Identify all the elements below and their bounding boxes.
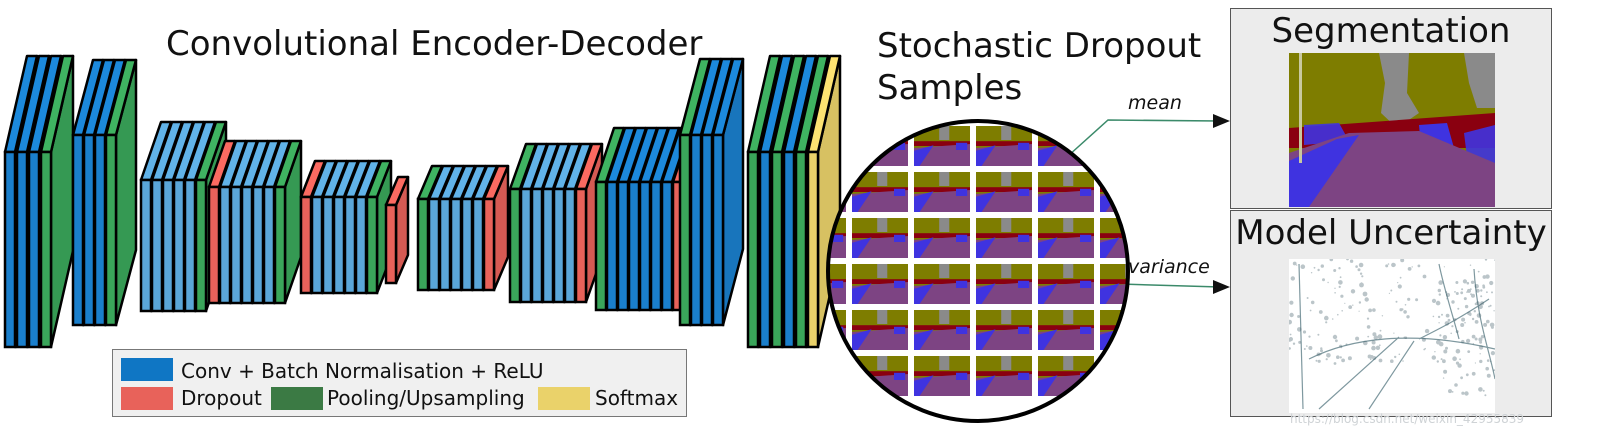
segmentation-panel: Segmentation: [1230, 8, 1552, 209]
sample-tile-35: [1100, 356, 1128, 396]
sample-tile-20: [914, 264, 970, 304]
sample-tile-7: [852, 172, 908, 212]
sample-tile-14: [914, 218, 970, 258]
sample-tile-9: [976, 172, 1032, 212]
sample-tile-3: [976, 126, 1032, 166]
sample-tile-33: [976, 356, 1032, 396]
dropout-samples-circle: [826, 119, 1130, 423]
legend-swatch-dropout: [121, 387, 173, 410]
layer-slab-3: [39, 54, 75, 349]
legend-swatch-conv: [121, 358, 173, 381]
dropout-samples-grid: [828, 121, 1128, 421]
layer-slab-54: [711, 57, 745, 327]
legend-swatch-softmax: [538, 387, 590, 410]
sample-tile-27: [976, 310, 1032, 350]
segmentation-image: [1289, 53, 1495, 207]
legend-label-softmax: Softmax: [595, 386, 679, 410]
watermark: https://blog.csdn.net/weixin_42955839: [1290, 412, 1525, 426]
dropout-title-line2: Samples: [877, 68, 1023, 108]
variance-label: variance: [1128, 256, 1210, 278]
layer-slab-20: [273, 139, 303, 305]
uncertainty-texture: [1289, 259, 1495, 397]
sample-tile-30: [828, 356, 846, 396]
sample-tile-19: [852, 264, 908, 304]
dropout-title-line1: Stochastic Dropout: [877, 26, 1202, 66]
uncertainty-title: Model Uncertainty: [1235, 213, 1547, 253]
variance-arrowhead: [1213, 280, 1230, 294]
layer-slab-35: [482, 164, 510, 292]
sample-tile-32: [914, 356, 970, 396]
uncertainty-panel: Model Uncertainty: [1230, 210, 1552, 417]
sample-tile-25: [852, 310, 908, 350]
sample-tile-15: [976, 218, 1032, 258]
layer-slab-7: [104, 58, 138, 327]
layer-stack: [3, 54, 842, 349]
segmentation-title: Segmentation: [1271, 11, 1511, 51]
layer-slab-28: [384, 175, 410, 285]
mean-label: mean: [1128, 92, 1182, 114]
sample-tile-13: [852, 218, 908, 258]
sample-tile-10: [1038, 172, 1094, 212]
sample-tile-8: [914, 172, 970, 212]
legend-swatch-pool: [271, 387, 323, 410]
sample-tile-23: [1100, 264, 1128, 304]
variance-arrow-line: [1119, 283, 1221, 288]
sample-tile-28: [1038, 310, 1094, 350]
legend-label-dropout: Dropout: [181, 386, 262, 410]
sample-tile-26: [914, 310, 970, 350]
sample-tile-21: [976, 264, 1032, 304]
sample-tile-16: [1038, 218, 1094, 258]
uncertainty-image: [1289, 259, 1495, 413]
sample-tile-11: [1100, 172, 1128, 212]
sample-tile-4: [1038, 126, 1094, 166]
legend-label-conv: Conv + Batch Normalisation + ReLU: [181, 359, 544, 383]
sample-tile-22: [1038, 264, 1094, 304]
legend: Conv + Batch Normalisation + ReLU Dropou…: [112, 349, 687, 417]
sample-tile-5: [1100, 126, 1128, 166]
mean-arrowhead: [1213, 114, 1230, 128]
diagram-title: Convolutional Encoder-Decoder: [166, 24, 703, 64]
mean-arrow-line: [1067, 119, 1221, 157]
legend-label-pool: Pooling/Upsampling: [327, 386, 525, 410]
